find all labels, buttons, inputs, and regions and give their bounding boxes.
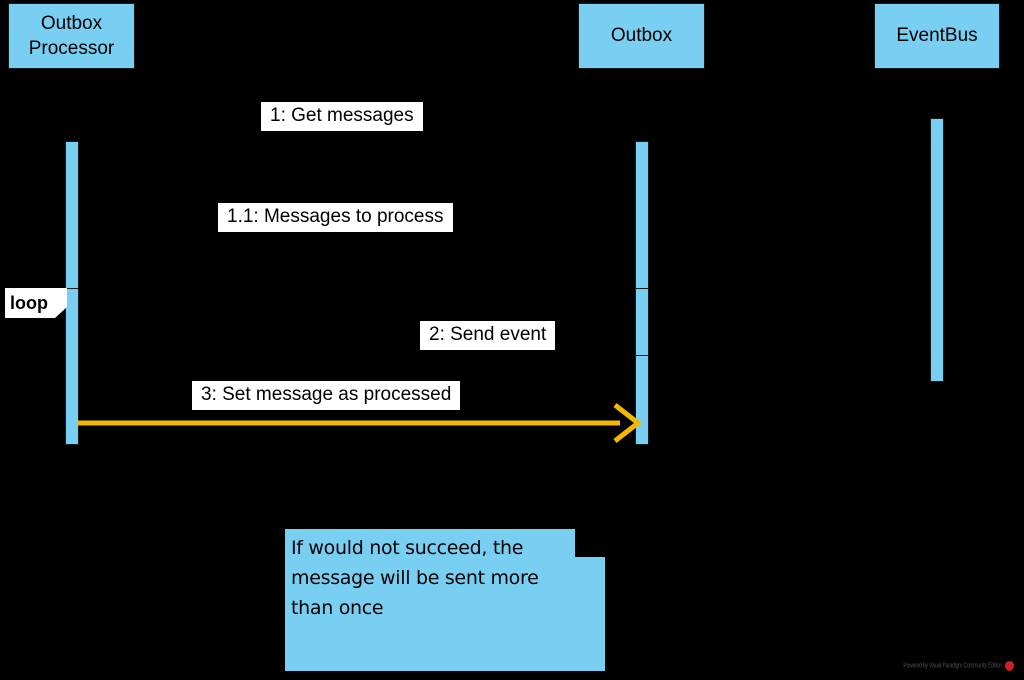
watermark-logo-icon bbox=[1005, 661, 1014, 671]
participant-eventbus[interactable]: EventBus bbox=[874, 3, 1000, 69]
loop-fragment-tab-shape bbox=[5, 288, 67, 318]
activation-bar-outbox-upper bbox=[635, 141, 649, 289]
message-label-send-event[interactable]: 2: Send event bbox=[420, 321, 556, 350]
participant-outbox[interactable]: Outbox bbox=[578, 3, 705, 69]
participant-outbox-label: Outbox bbox=[610, 25, 673, 47]
loop-fragment-label: loop bbox=[10, 293, 48, 313]
watermark: Powered by Visual Paradigm Community Edi… bbox=[903, 661, 1014, 671]
participant-eventbus-label: EventBus bbox=[896, 25, 978, 47]
participant-outbox-processor[interactable]: Outbox Processor bbox=[8, 3, 135, 69]
activation-bar-outbox-lower bbox=[635, 355, 649, 445]
activation-bar-outbox-processor-upper bbox=[65, 141, 79, 289]
note-text: If would not succeed, the message will b… bbox=[291, 537, 539, 619]
activation-bar-outbox-processor-lower bbox=[65, 288, 79, 445]
watermark-text: Powered by Visual Paradigm Community Edi… bbox=[903, 661, 1002, 671]
message-label-messages-to-process[interactable]: 1.1: Messages to process bbox=[218, 203, 453, 232]
activation-bar-outbox-middle bbox=[635, 288, 649, 356]
message-label-get-messages[interactable]: 1: Get messages bbox=[261, 102, 423, 131]
note-box[interactable] bbox=[285, 529, 605, 671]
loop-fragment-tab bbox=[5, 288, 67, 318]
participant-outbox-processor-label: Outbox Processor bbox=[28, 12, 115, 59]
activation-bar-eventbus bbox=[930, 118, 944, 382]
note-box-shape bbox=[285, 529, 605, 671]
message-label-set-message-as-processed[interactable]: 3: Set message as processed bbox=[192, 381, 461, 410]
